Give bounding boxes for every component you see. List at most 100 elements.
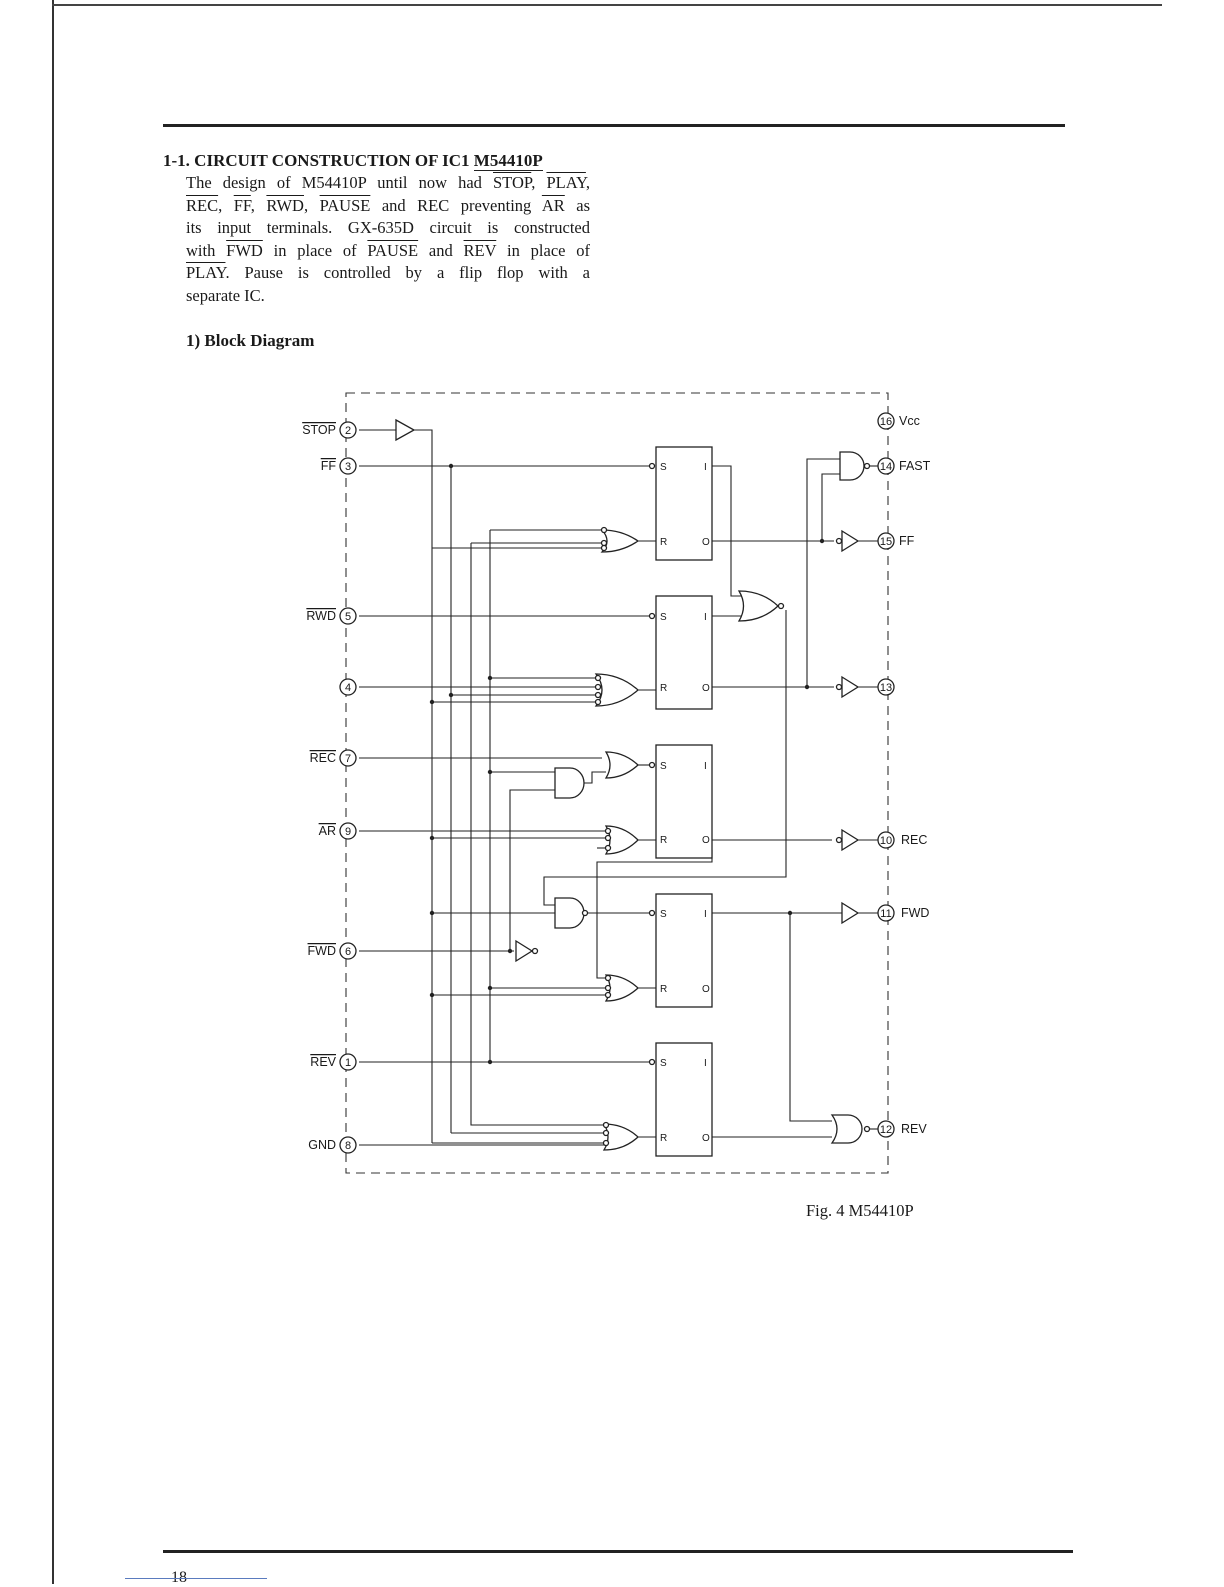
svg-text:FF: FF — [321, 459, 337, 473]
stop-buffer-gate — [395, 418, 416, 442]
wiring — [359, 429, 878, 1146]
and-gate-rec — [554, 767, 585, 799]
svg-text:I: I — [704, 761, 707, 772]
paragraph-line-4: with FWD in place of PAUSE and REV in pl… — [186, 240, 591, 260]
svg-text:R: R — [660, 1133, 667, 1144]
flipflop-2: S I R O — [655, 595, 713, 710]
or-gate-ff2-reset — [594, 673, 639, 707]
svg-text:AR: AR — [319, 824, 336, 838]
pin-rec: REC 7 — [310, 749, 357, 767]
svg-text:7: 7 — [345, 753, 351, 765]
body-paragraph: The design of M54410P until now had STOP… — [186, 172, 590, 308]
or-gate-ff1-reset — [600, 529, 640, 553]
paragraph-line-2: REC, FF, RWD, PAUSE and REC preventing A… — [186, 195, 591, 215]
svg-text:S: S — [660, 909, 667, 920]
footer-underline — [125, 1578, 267, 1579]
page-number: 18 — [171, 1569, 187, 1586]
nand-gate-rev — [830, 1114, 863, 1144]
or-gate-ff5-reset — [602, 1123, 639, 1151]
pin-rev-out: 12 REV — [877, 1120, 927, 1138]
svg-text:11: 11 — [880, 908, 891, 920]
svg-text:3: 3 — [345, 461, 351, 473]
pin-4: 4 — [339, 678, 357, 696]
svg-text:REV: REV — [310, 1055, 336, 1069]
flipflop-5: S I R O — [655, 1042, 713, 1157]
pin-rwd: RWD 5 — [306, 607, 357, 625]
svg-text:S: S — [660, 462, 667, 473]
section-number: 1-1. — [163, 151, 190, 170]
svg-text:REC: REC — [901, 833, 927, 847]
svg-text:O: O — [702, 1133, 710, 1144]
junction-dots — [429, 463, 825, 1065]
section-title-text: CIRCUIT CONSTRUCTION OF IC1 — [194, 151, 474, 170]
pin-fwd: FWD 6 — [308, 942, 357, 960]
svg-text:FF: FF — [899, 534, 915, 548]
svg-text:R: R — [660, 537, 667, 548]
svg-text:I: I — [704, 462, 707, 473]
svg-text:13: 13 — [880, 682, 892, 694]
pin-ff-out: 15 FF — [877, 532, 915, 550]
svg-text:STOP: STOP — [302, 423, 336, 437]
bottom-rule — [163, 1550, 1073, 1553]
svg-text:10: 10 — [880, 835, 892, 847]
page-border-top — [52, 4, 1162, 6]
svg-text:GND: GND — [308, 1138, 336, 1152]
pin-vcc: 16 Vcc — [877, 412, 920, 430]
nand-gate-fast — [839, 451, 865, 481]
inversion-bubbles — [594, 462, 656, 1147]
svg-text:O: O — [702, 984, 710, 995]
flipflop-4: S I R O — [655, 893, 713, 1008]
svg-text:5: 5 — [345, 611, 351, 623]
svg-text:R: R — [660, 835, 667, 846]
fwd-inverter — [515, 939, 534, 963]
pin-rev: REV 1 — [310, 1053, 357, 1071]
pin-rec-out: 10 REC — [877, 831, 927, 849]
pins-left: STOP 2 FF 3 RWD 5 4 REC 7 AR 9 F — [302, 421, 357, 1154]
paragraph-line-3: its input terminals. GX-635D circuit is … — [186, 218, 590, 238]
section-title-chip: M54410P — [473, 151, 543, 171]
svg-text:6: 6 — [345, 946, 351, 958]
page-border-left — [52, 0, 54, 1584]
svg-text:REV: REV — [901, 1122, 927, 1136]
svg-text:12: 12 — [880, 1124, 892, 1136]
block-diagram-heading: 1) Block Diagram — [186, 331, 315, 350]
svg-text:REC: REC — [310, 751, 336, 765]
svg-text:O: O — [702, 683, 710, 694]
svg-text:R: R — [660, 683, 667, 694]
section-title: 1-1. CIRCUIT CONSTRUCTION OF IC1 M54410P — [163, 151, 543, 171]
pin-fwd-out: 11 FWD — [877, 904, 929, 922]
pin-13: 13 — [877, 678, 895, 696]
top-rule — [163, 124, 1065, 127]
svg-text:S: S — [660, 1058, 667, 1069]
svg-text:FWD: FWD — [901, 906, 929, 920]
svg-text:9: 9 — [345, 826, 351, 838]
paragraph-line-6: separate IC. — [186, 285, 265, 305]
svg-text:R: R — [660, 984, 667, 995]
svg-text:1: 1 — [345, 1057, 351, 1069]
svg-text:I: I — [704, 909, 707, 920]
pin-ff: FF 3 — [321, 457, 357, 475]
pins-right: 16 Vcc 14 FAST 15 FF 13 10 REC 11 FWD — [877, 412, 931, 1138]
svg-text:O: O — [702, 835, 710, 846]
paragraph-line-5: PLAY. Pause is controlled by a flip flop… — [186, 263, 590, 283]
svg-text:RWD: RWD — [306, 609, 336, 623]
svg-text:S: S — [660, 761, 667, 772]
flipflop-1: S I R O — [655, 446, 713, 561]
flipflop-3: S I R O — [655, 744, 713, 859]
pin-fast: 14 FAST — [877, 457, 931, 475]
svg-text:FAST: FAST — [899, 459, 931, 473]
svg-text:O: O — [702, 537, 710, 548]
and-gate-fwd — [554, 897, 585, 929]
svg-text:8: 8 — [345, 1140, 351, 1152]
svg-text:4: 4 — [345, 682, 351, 694]
svg-text:16: 16 — [880, 416, 892, 428]
svg-text:I: I — [704, 1058, 707, 1069]
paragraph-line-1: The design of M54410P until now had STOP… — [186, 173, 591, 192]
figure-caption: Fig. 4 M54410P — [806, 1201, 914, 1220]
or-gate-ff3-set — [604, 751, 639, 779]
pin-stop: STOP 2 — [302, 421, 357, 439]
pin-ar: AR 9 — [319, 822, 357, 840]
ic-package-outline — [345, 392, 889, 1174]
svg-text:15: 15 — [880, 536, 892, 548]
